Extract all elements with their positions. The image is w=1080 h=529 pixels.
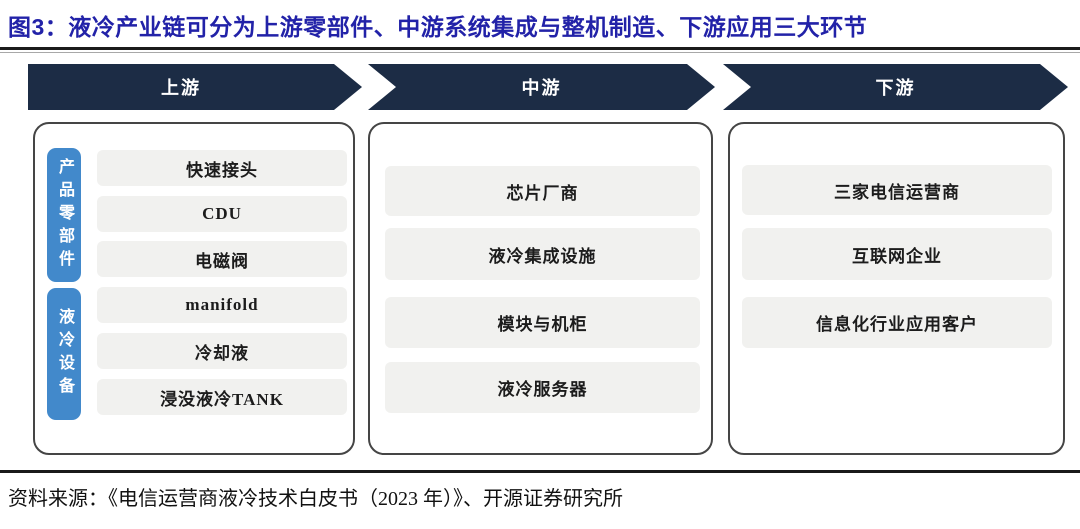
title-divider-light — [0, 52, 1080, 53]
stage-arrow-downstream-label: 下游 — [875, 78, 916, 98]
stage-arrow-downstream: 下游 — [723, 64, 1068, 110]
source-note: 资料来源：《电信运营商液冷技术白皮书（2023 年）》、开源证券研究所 — [8, 488, 623, 510]
title-divider-dark — [0, 47, 1080, 50]
midstream-item-integration-facilities: 液冷集成设施 — [385, 228, 700, 280]
downstream-item-telecom-operators: 三家电信运营商 — [742, 165, 1052, 215]
footer-divider — [0, 470, 1080, 473]
upstream-item-manifold: manifold — [97, 287, 347, 323]
figure-title: 图3：液冷产业链可分为上游零部件、中游系统集成与整机制造、下游应用三大环节 — [8, 14, 868, 40]
upstream-item-coolant: 冷却液 — [97, 333, 347, 369]
upstream-item-solenoid-valve: 电磁阀 — [97, 241, 347, 277]
downstream-item-internet-companies: 互联网企业 — [742, 228, 1052, 280]
midstream-item-liquid-cooled-servers: 液冷服务器 — [385, 362, 700, 413]
stage-arrow-upstream-label: 上游 — [161, 78, 201, 98]
category-tag-product-components: 产品零部件 — [47, 148, 81, 282]
midstream-item-chip-vendors: 芯片厂商 — [385, 166, 700, 216]
stage-arrow-midstream-label: 中游 — [521, 78, 562, 98]
panel-downstream: 三家电信运营商 互联网企业 信息化行业应用客户 — [728, 122, 1065, 455]
upstream-item-quick-connector: 快速接头 — [97, 150, 347, 186]
panel-midstream: 芯片厂商 液冷集成设施 模块与机柜 液冷服务器 — [368, 122, 713, 455]
stage-arrow-upstream: 上游 — [28, 64, 362, 110]
category-tag-liquid-cooling-equipment: 液冷设备 — [47, 288, 81, 420]
upstream-item-cdu: CDU — [97, 196, 347, 232]
upstream-item-immersion-tank: 浸没液冷TANK — [97, 379, 347, 415]
stage-arrow-midstream: 中游 — [368, 64, 715, 110]
downstream-item-it-industry-customers: 信息化行业应用客户 — [742, 297, 1052, 348]
midstream-item-modules-cabinets: 模块与机柜 — [385, 297, 700, 348]
panel-upstream: 产品零部件 液冷设备 快速接头 CDU 电磁阀 manifold 冷却液 浸没液… — [33, 122, 355, 455]
